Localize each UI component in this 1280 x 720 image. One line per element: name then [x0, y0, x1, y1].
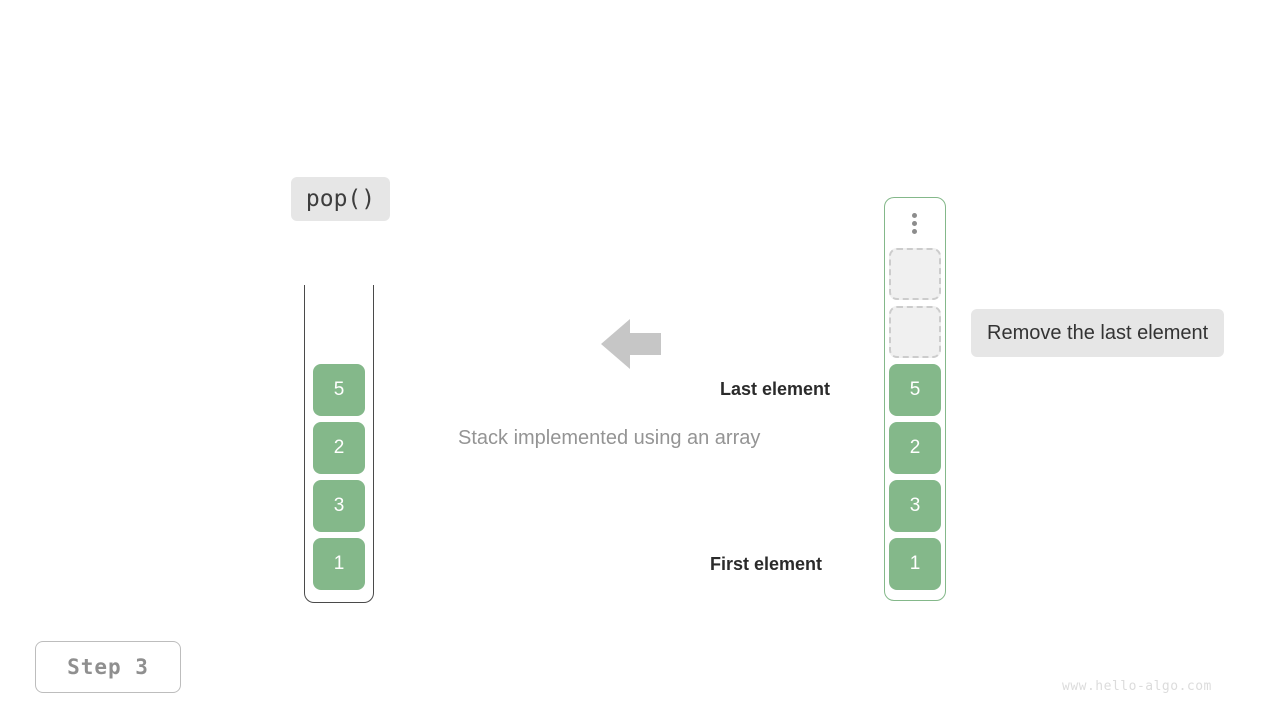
step-badge: Step 3 — [35, 641, 181, 693]
array-element: 3 — [889, 480, 941, 532]
ellipsis-dot — [911, 213, 917, 218]
array-element-list: 5 2 3 1 — [889, 248, 941, 590]
label-first-element: First element — [710, 554, 823, 574]
stack-element: 1 — [313, 538, 365, 590]
operation-label: pop() — [291, 177, 390, 221]
ellipsis-dot — [911, 221, 917, 226]
stack-element: 2 — [313, 422, 365, 474]
array-empty-slot — [889, 306, 941, 358]
array-element: 1 — [889, 538, 941, 590]
stack-element-list: 5 2 3 1 — [313, 364, 365, 590]
array-empty-slot — [889, 248, 941, 300]
ellipsis-dot — [911, 229, 917, 234]
array-element: 5 — [889, 364, 941, 416]
stack-element: 5 — [313, 364, 365, 416]
annotation-remove-last-element: Remove the last element — [971, 309, 1225, 357]
stack-container-open-top — [304, 285, 374, 603]
vertical-ellipsis-icon — [910, 213, 918, 234]
array-element: 2 — [889, 422, 941, 474]
arrow-left-icon — [601, 318, 661, 370]
stack-element: 3 — [313, 480, 365, 532]
watermark: www.hello-algo.com — [1062, 679, 1212, 694]
label-last-element: Last element — [720, 379, 831, 399]
array-container — [884, 197, 946, 601]
figure-caption: Stack implemented using an array — [458, 427, 761, 449]
